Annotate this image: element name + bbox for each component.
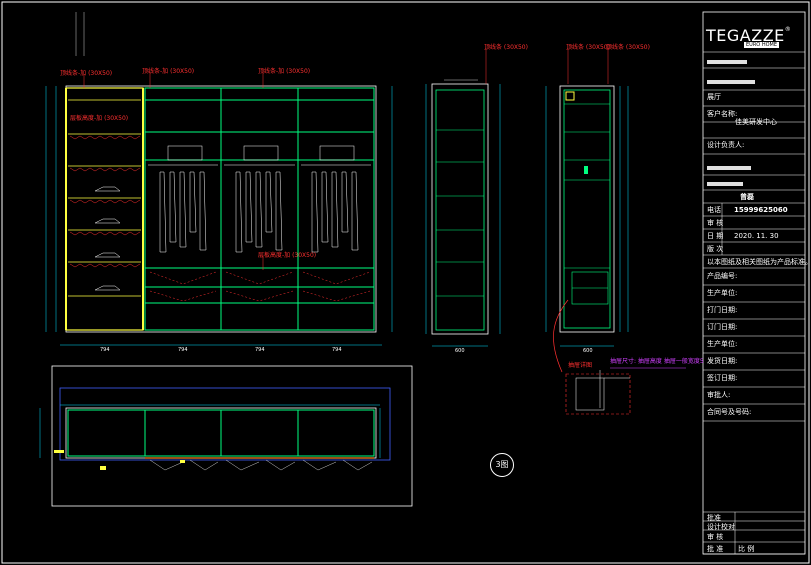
phone-value: 15999625060 (734, 206, 788, 214)
label-front-2: 层板高度-加 (30X50) (258, 252, 317, 259)
title-block-fill-bars (707, 60, 755, 186)
side-elevation (425, 83, 501, 347)
review-label: 审 核 (707, 219, 724, 227)
label-side-3: 顶线条 (30X50) (606, 44, 650, 51)
label-side-2: 顶线条 (30X50) (566, 44, 610, 51)
row-9: 合同号及号码: (707, 408, 752, 416)
dim-front-1: 794 (100, 347, 110, 353)
field-designer-label: 设计负责人: (707, 141, 745, 149)
row-8: 审批人: (707, 391, 731, 399)
designer-name: 曾磊 (740, 193, 754, 201)
bottom-row-5: 比 例 (738, 545, 755, 553)
label-top-3: 顶线条-加 (30X50) (258, 68, 311, 75)
bottom-row-4: 批 准 (707, 545, 724, 553)
dim-side: 600 (455, 348, 465, 354)
leader-lines (83, 48, 609, 270)
label-front-1: 层板高度-加 (30X50) (70, 115, 129, 122)
front-elevation (45, 85, 393, 346)
version-label: 版 次 (707, 245, 724, 253)
label-top-2: 顶线条-加 (30X50) (142, 68, 195, 75)
field-client-value: 佳美研发中心 (735, 118, 777, 126)
dim-front-2: 794 (178, 347, 188, 353)
section-view (545, 85, 686, 415)
field-showroom-label: 展厅 (707, 93, 721, 101)
standard-note: 以本图纸及相关图纸为产品标准。 (707, 258, 811, 266)
row-3: 打门日期: (707, 306, 738, 314)
date-value: 2020. 11. 30 (734, 232, 779, 240)
row-4: 订门日期: (707, 323, 738, 331)
dim-section: 600 (583, 348, 593, 354)
title-block-lines (703, 51, 805, 555)
label-drawer-detail: 抽屉详图 (568, 362, 593, 369)
bottom-row-1: 批准 (707, 514, 721, 522)
label-top-1: 顶线条-加 (30X50) (60, 70, 113, 77)
plan-view (39, 365, 413, 507)
top-ticks (75, 12, 478, 81)
row-1: 产品编号: (707, 272, 738, 280)
dim-front-3: 794 (255, 347, 265, 353)
row-6: 发货日期: (707, 357, 738, 365)
row-7: 签订日期: (707, 374, 738, 382)
date-label: 日 期 (707, 232, 724, 240)
label-side-1: 顶线条 (30X50) (484, 44, 528, 51)
view-number-badge: 3图 (490, 453, 514, 477)
dim-front-4: 794 (332, 347, 342, 353)
phone-label: 电话 (707, 206, 721, 214)
bottom-row-2: 设计校对 (707, 523, 735, 531)
bottom-row-3: 审 核 (707, 533, 724, 541)
row-2: 生产单位: (707, 289, 738, 297)
row-5: 生产单位: (707, 340, 738, 348)
company-logo: TEGAZZE® (706, 26, 792, 45)
field-client-label: 客户名称: (707, 110, 738, 118)
company-logo-sub: EURO HOME (744, 42, 779, 48)
label-drawer-note: 抽屉尺寸: 抽屉高度 抽屉一般宽度5 (610, 358, 704, 365)
